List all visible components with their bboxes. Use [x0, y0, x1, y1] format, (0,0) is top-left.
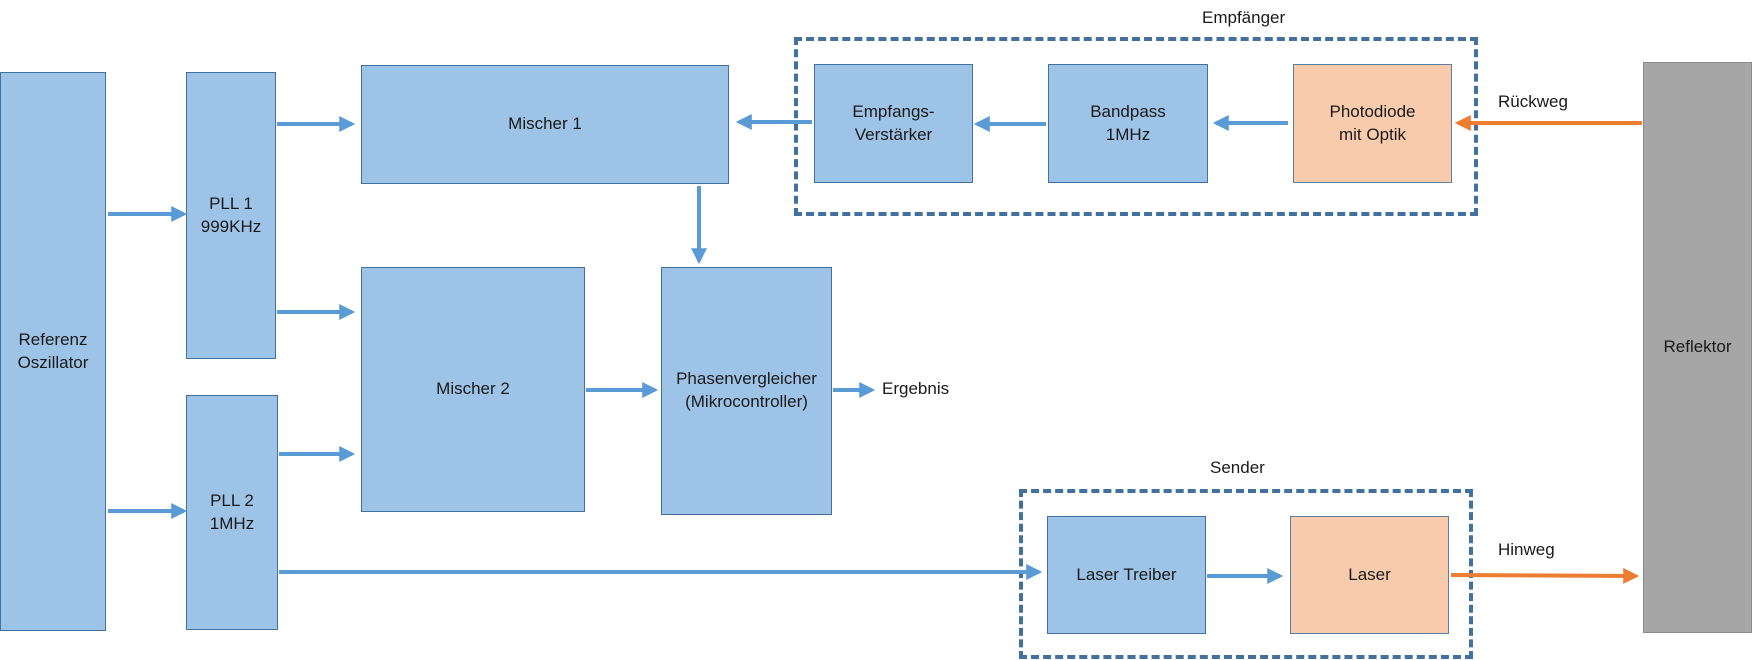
mischer1-block: Mischer 1	[361, 65, 729, 184]
ergebnis-label: Ergebnis	[882, 379, 950, 398]
laser-treiber-label: Laser Treiber	[1076, 564, 1177, 584]
pll2-label: PLL 2 1MHz	[209, 490, 255, 533]
laser-label: Laser	[1348, 564, 1391, 584]
mischer2-block: Mischer 2	[361, 267, 585, 512]
bandpass-block: Bandpass 1MHz	[1048, 64, 1208, 183]
rueckweg-label: Rückweg	[1498, 92, 1568, 111]
pll1-block: PLL 1 999KHz	[186, 72, 276, 359]
photodiode-label: Photodiode mit Optik	[1329, 101, 1416, 144]
pll2-block: PLL 2 1MHz	[186, 395, 278, 630]
phasenvergleicher-label: Phasenvergleicher (Mikrocontroller)	[676, 369, 817, 411]
empfaenger-group-label: Empfänger	[1202, 8, 1286, 27]
empfaenger-group	[794, 37, 1478, 216]
pll1-label: PLL 1 999KHz	[200, 193, 262, 236]
reflektor-label: Reflektor	[1663, 337, 1732, 357]
referenz-oszillator-label: Referenz Oszillator	[17, 329, 89, 372]
bandpass-label: Bandpass 1MHz	[1090, 101, 1166, 144]
empfangsverstaerker-label: Empfangs- Verstärker	[852, 101, 935, 144]
mischer1-label: Mischer 1	[508, 114, 582, 134]
referenz-oszillator-block: Referenz Oszillator	[0, 72, 106, 631]
mischer2-label: Mischer 2	[436, 379, 510, 399]
hinweg-label: Hinweg	[1498, 540, 1555, 559]
sender-group-label: Sender	[1210, 458, 1265, 477]
photodiode-block: Photodiode mit Optik	[1293, 64, 1452, 183]
arrow-laser-to-reflektor	[1450, 567, 1640, 584]
phasenvergleicher-block: Phasenvergleicher (Mikrocontroller)	[661, 267, 832, 515]
laser-treiber-block: Laser Treiber	[1047, 516, 1206, 634]
laser-block: Laser	[1290, 516, 1449, 634]
empfangsverstaerker-block: Empfangs- Verstärker	[814, 64, 973, 183]
